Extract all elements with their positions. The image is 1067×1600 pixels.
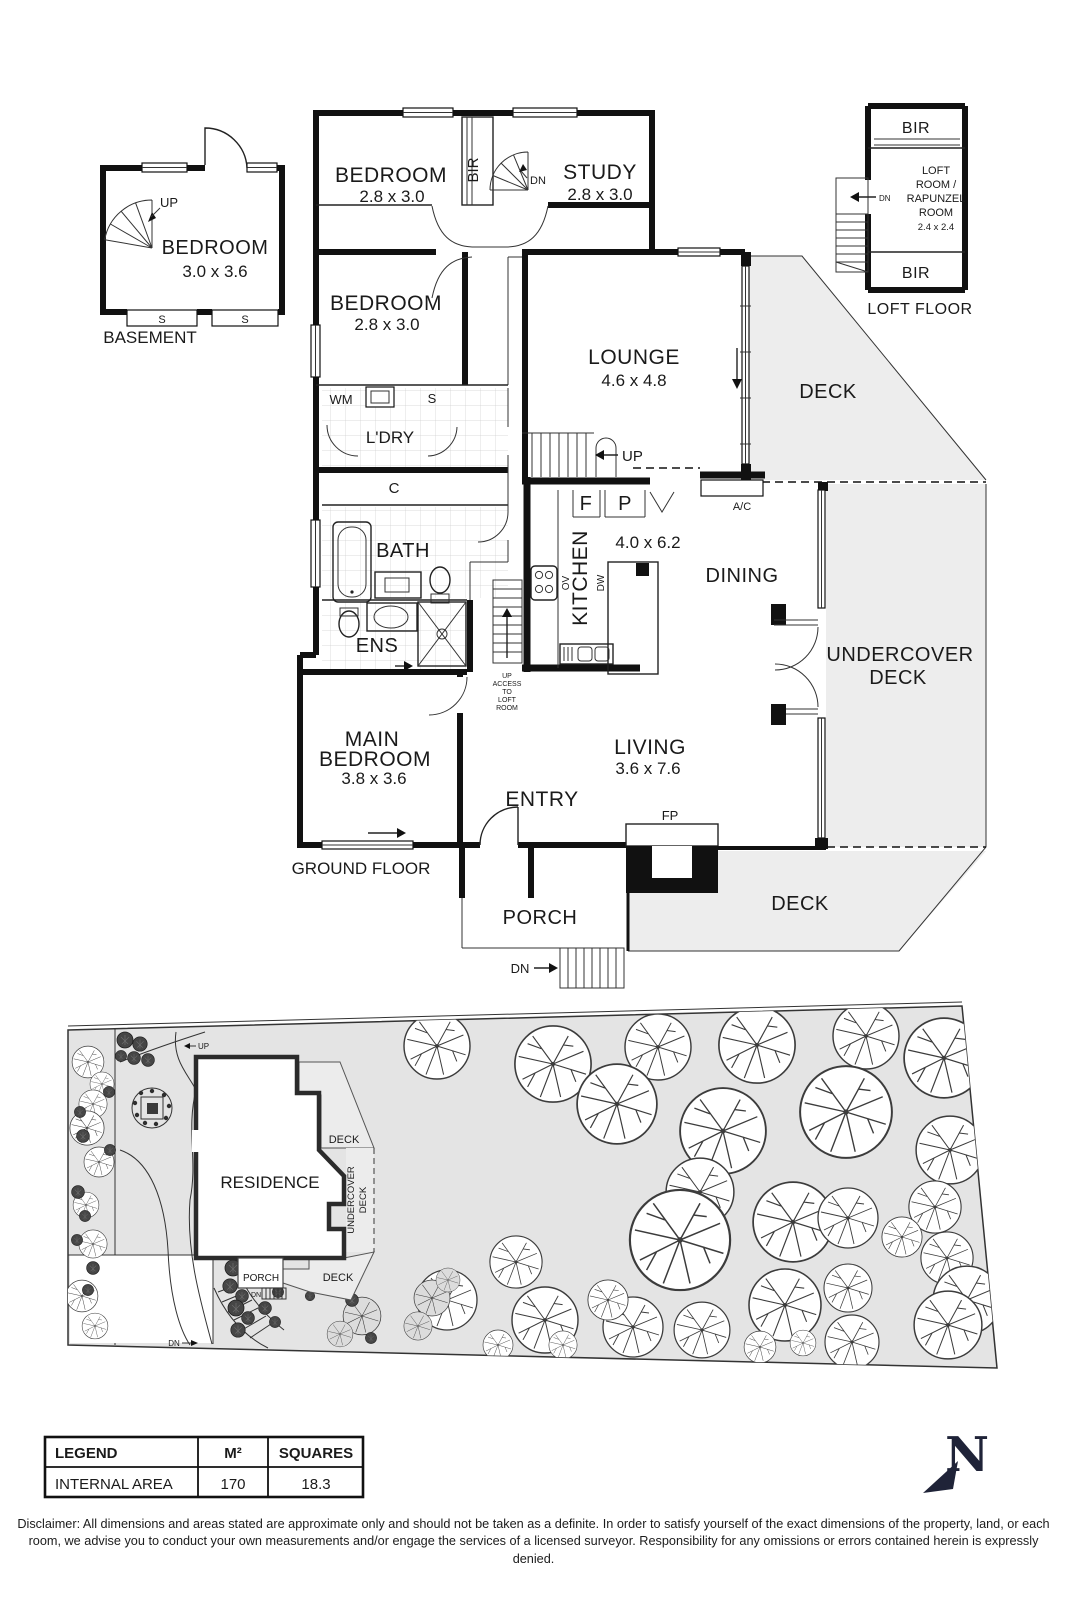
main-bedroom-line1: MAIN xyxy=(345,728,400,751)
basement-plan: UP BEDROOM 3.0 x 3.6 S S BASEMENT xyxy=(100,127,285,347)
dining-label: DINING xyxy=(706,565,779,587)
basement-room-label: BEDROOM xyxy=(162,237,269,259)
porch-stairs xyxy=(534,947,625,989)
bedroom1-label: BEDROOM xyxy=(335,164,447,187)
laundry-wm-label: WM xyxy=(329,392,352,407)
site-up-label: UP xyxy=(198,1042,209,1051)
site-deck-bottom-label: DECK xyxy=(323,1272,354,1284)
loft-access-stair xyxy=(492,579,523,664)
legend-row-m2: 170 xyxy=(220,1476,245,1493)
ground-spiral-stair xyxy=(489,151,529,191)
porch-label: PORCH xyxy=(503,907,578,929)
stairs-up xyxy=(522,432,618,477)
basement-title: BASEMENT xyxy=(103,328,197,347)
entry-label: ENTRY xyxy=(505,788,578,811)
kitchen-ov-label: OV xyxy=(561,575,572,590)
site-residence-label: RESIDENCE xyxy=(220,1173,319,1192)
kitchen-p-label: P xyxy=(618,493,632,515)
closet-label: C xyxy=(389,480,400,497)
bir-label: BIR xyxy=(465,157,482,182)
site-porch-stairs xyxy=(261,1287,287,1300)
basement-window-s1: S xyxy=(158,314,165,326)
main-bedroom-dims: 3.8 x 3.6 xyxy=(341,769,406,788)
loft-access-line5: ROOM xyxy=(496,705,518,712)
kitchen-label: KITCHEN xyxy=(569,530,592,626)
kitchen-f-label: F xyxy=(580,493,593,515)
legend-row-label: INTERNAL AREA xyxy=(55,1476,173,1493)
fp-label: FP xyxy=(662,808,679,823)
undercover-deck-line1: UNDERCOVER xyxy=(826,644,973,666)
loft-bir-top-label: BIR xyxy=(902,120,930,137)
site-dn-path-label: DN xyxy=(168,1339,180,1348)
study-label: STUDY xyxy=(563,161,637,184)
lounge-label: LOUNGE xyxy=(588,346,680,369)
loft-room-line2: ROOM / xyxy=(916,179,957,191)
loft-room-dims: 2.4 x 2.4 xyxy=(918,222,954,233)
stairs-up-label: UP xyxy=(622,448,643,465)
ground-floor-title: GROUND FLOOR xyxy=(292,859,431,878)
loft-stairs xyxy=(835,177,869,273)
legend-table: LEGEND M² SQUARES INTERNAL AREA 170 18.3 xyxy=(43,1435,365,1499)
basement-room-dims: 3.0 x 3.6 xyxy=(182,262,247,281)
ens-label: ENS xyxy=(356,635,399,657)
bath-label: BATH xyxy=(376,540,430,562)
loft-bir-bottom-label: BIR xyxy=(902,265,930,282)
main-bedroom-line2: BEDROOM xyxy=(319,748,431,771)
living-dims: 3.6 x 7.6 xyxy=(615,759,680,778)
basement-spiral-stair xyxy=(104,199,161,249)
site-undercover-line1: UNDERCOVER xyxy=(346,1166,357,1234)
spiral-dn-label: DN xyxy=(530,175,546,187)
deck-top-label: DECK xyxy=(799,381,857,403)
bedroom2-dims: 2.8 x 3.0 xyxy=(354,315,419,334)
ground-floor-plan: DN WM S L'DRY C BATH ENS UP F P xyxy=(292,107,973,989)
garden-feature xyxy=(131,1087,173,1129)
loft-access-line1: UP xyxy=(502,673,512,680)
site-deck-top-label: DECK xyxy=(329,1134,360,1146)
site-porch-label: PORCH xyxy=(243,1273,279,1284)
loft-room-line4: ROOM xyxy=(919,207,953,219)
disclaimer-text: Disclaimer: All dimensions and areas sta… xyxy=(17,1517,1050,1566)
study-dims: 2.8 x 3.0 xyxy=(567,185,632,204)
loft-floor-title: LOFT FLOOR xyxy=(867,301,972,318)
loft-room-line1: LOFT xyxy=(922,165,950,177)
ac-label: A/C xyxy=(733,501,751,513)
deck-areas xyxy=(628,255,987,952)
bedroom1-dims: 2.8 x 3.0 xyxy=(359,187,424,206)
loft-room-line3: RAPUNZEL xyxy=(907,193,966,205)
legend-header-m2: M² xyxy=(224,1445,242,1462)
kitchen-dw-label: DW xyxy=(596,574,607,591)
legend-row-squares: 18.3 xyxy=(301,1476,330,1493)
basement-up-label: UP xyxy=(160,195,178,210)
living-label: LIVING xyxy=(614,736,686,759)
site-plan: RESIDENCE DECK UNDERCOVER DECK DECK PORC… xyxy=(67,1001,998,1369)
site-undercover-line2: DECK xyxy=(358,1186,369,1213)
site-dn-porch-label: DN xyxy=(251,1292,261,1299)
north-arrow: N xyxy=(923,1427,989,1493)
loft-floor-plan: DN BIR LOFT ROOM / RAPUNZEL ROOM 2.4 x 2… xyxy=(835,103,972,318)
loft-access-line3: TO xyxy=(502,689,512,696)
legend-header-legend: LEGEND xyxy=(55,1445,118,1462)
loft-access-line2: ACCESS xyxy=(493,681,522,688)
loft-dn-label: DN xyxy=(879,194,891,203)
deck-bottom-label: DECK xyxy=(771,893,829,915)
undercover-deck-line2: DECK xyxy=(869,667,927,689)
kitchen-dims: 4.0 x 6.2 xyxy=(615,533,680,552)
laundry-s-label: S xyxy=(428,391,437,406)
bedroom2-label: BEDROOM xyxy=(330,292,442,315)
loft-access-line4: LOFT xyxy=(498,697,517,704)
porch-dn-label: DN xyxy=(511,961,530,976)
basement-window-s2: S xyxy=(241,314,248,326)
lounge-dims: 4.6 x 4.8 xyxy=(601,371,666,390)
north-needle-icon xyxy=(923,1461,958,1493)
legend-header-squares: SQUARES xyxy=(279,1445,353,1462)
laundry-label: L'DRY xyxy=(366,428,414,447)
